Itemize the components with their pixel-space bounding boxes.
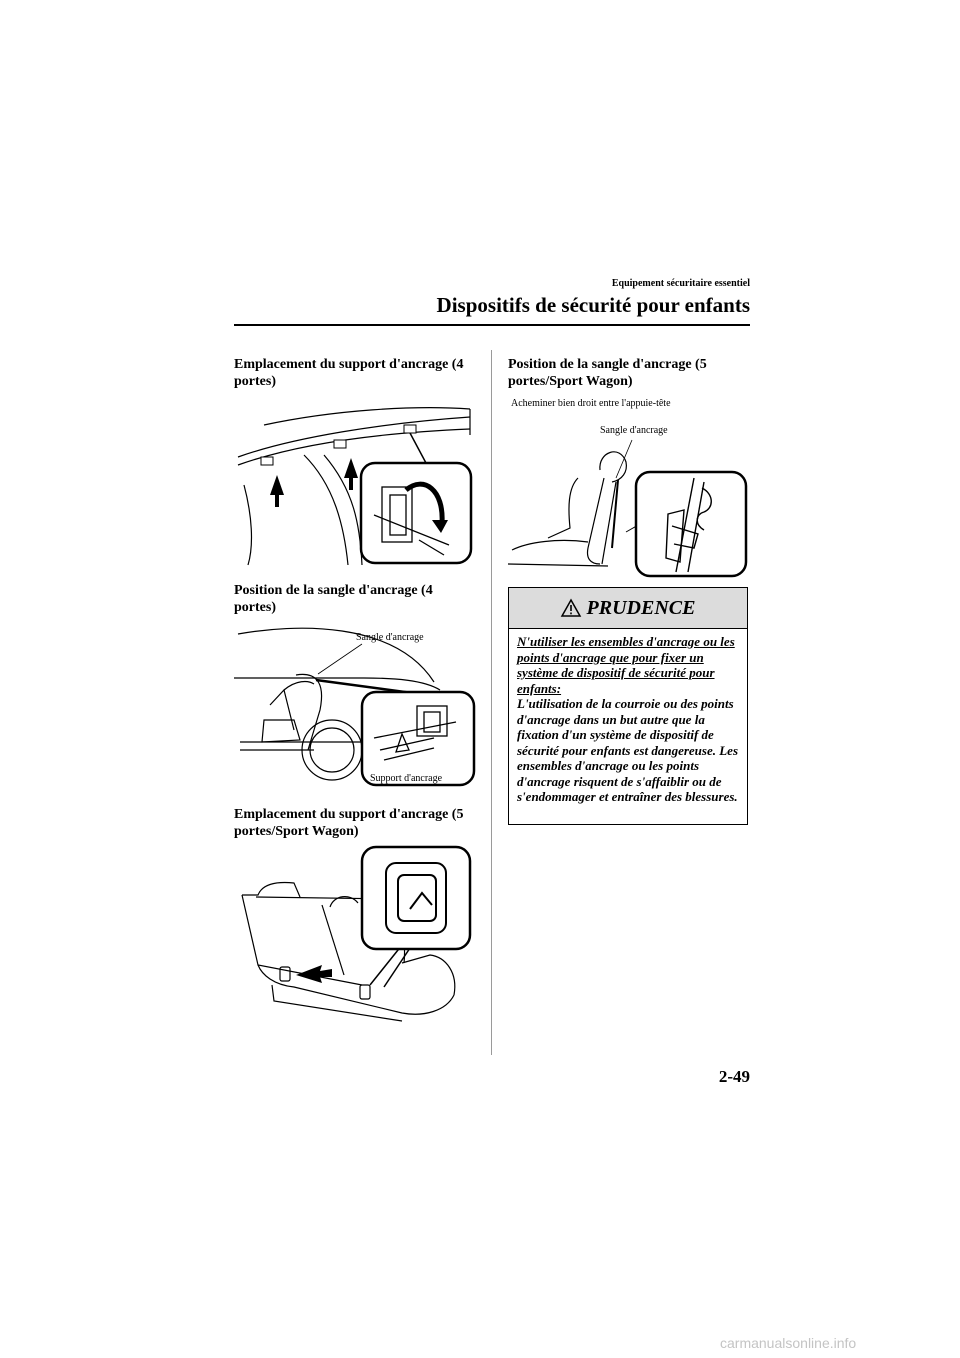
- page-number: 2-49: [718, 1067, 750, 1086]
- label-anchor-strap-5door: Sangle d'ancrage: [600, 425, 668, 436]
- warning-header: PRUDENCE: [509, 588, 747, 629]
- label-route-headrest: Acheminer bien droit entre l'appuie-tête: [511, 398, 671, 409]
- label-anchor-strap-4door: Sangle d'ancrage: [356, 632, 424, 643]
- warning-box: PRUDENCE N'utiliser les ensembles d'ancr…: [508, 587, 748, 825]
- column-divider: [491, 350, 492, 1055]
- warning-body-text: L'utilisation de la courroie ou des poin…: [517, 696, 738, 804]
- figure-anchor-location-5door: [241, 845, 472, 1022]
- warning-title: PRUDENCE: [586, 596, 696, 619]
- header-rule: [234, 324, 750, 326]
- caption-anchor-location-5door: Emplacement du support d'ancrage (5 port…: [234, 807, 464, 839]
- warning-underlined-text: N'utiliser les ensembles d'ancrage ou le…: [517, 634, 735, 696]
- caption-strap-position-4door: Position de la sangle d'ancrage (4 porte…: [234, 583, 433, 615]
- figure-strap-position-4door: [234, 627, 476, 787]
- warning-text: N'utiliser les ensembles d'ancrage ou le…: [517, 634, 743, 805]
- figure-anchor-location-4door: [237, 407, 473, 566]
- warning-triangle-icon: [560, 598, 581, 617]
- watermark: carmanualsonline.info: [720, 1335, 857, 1351]
- figure-strap-position-5door: [507, 439, 748, 578]
- caption-strap-position-5door: Position de la sangle d'ancrage (5 porte…: [508, 357, 707, 389]
- section-subtitle: Equipement sécuritaire essentiel: [611, 278, 750, 289]
- section-title: Dispositifs de sécurité pour enfants: [436, 293, 750, 317]
- caption-anchor-location-4door: Emplacement du support d'ancrage (4 port…: [234, 357, 464, 389]
- label-anchor-bracket-4door: Support d'ancrage: [370, 773, 443, 784]
